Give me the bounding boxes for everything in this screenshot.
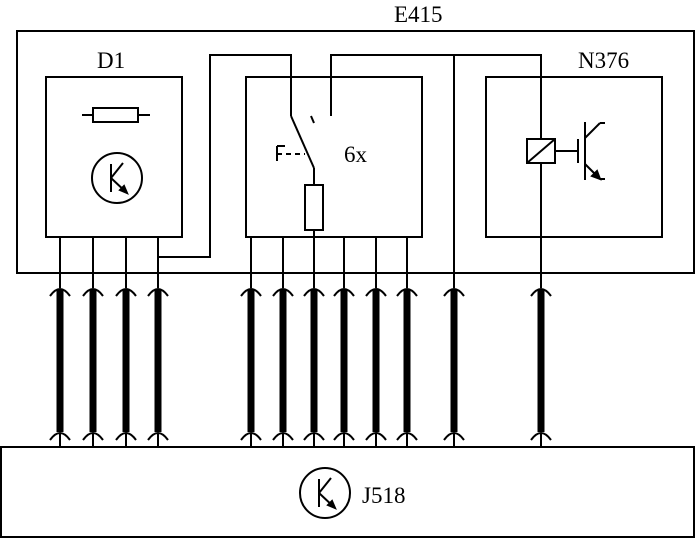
connector-pair [443, 288, 465, 447]
n376-box [485, 76, 663, 238]
connector-pair [303, 288, 325, 447]
n376-label: N376 [578, 48, 629, 73]
relay-count-label: 6x [344, 142, 368, 167]
connector-cap-top [443, 288, 465, 297]
key-antenna-icon [91, 152, 143, 204]
wire-relay-to-coil [330, 54, 542, 139]
connector-pair [240, 288, 262, 447]
connector-cap-top [333, 288, 355, 297]
connector-pair [530, 288, 552, 447]
connector-pair [147, 288, 169, 447]
d1-label: D1 [97, 48, 125, 73]
connector-pair [82, 288, 104, 447]
connector-cap-top [272, 288, 294, 297]
connector-pair [396, 288, 418, 447]
module-e415-box [16, 30, 695, 274]
internal-wiring [158, 54, 542, 288]
connector-pair [333, 288, 355, 447]
key-antenna-icon-j518 [299, 467, 351, 519]
connector-cap-top [396, 288, 418, 297]
connector-cap-top [147, 288, 169, 297]
module-e415-label: E415 [394, 2, 443, 27]
relay-box [245, 76, 423, 238]
connector-cap-top [82, 288, 104, 297]
connector-pair [49, 288, 71, 447]
j518-label: J518 [362, 483, 405, 508]
j518-box [0, 446, 695, 538]
connector-cap-top [49, 288, 71, 297]
transistor-icon [577, 122, 605, 181]
connector-pair [365, 288, 387, 447]
wire-d1-to-relay [158, 54, 292, 258]
switch-icon [276, 115, 324, 237]
relay-coil-icon [526, 138, 578, 164]
connector-cap-top [115, 288, 137, 297]
d1-box [45, 76, 183, 238]
connector-cap-top [365, 288, 387, 297]
connector-cap-top [303, 288, 325, 297]
connector-pair [115, 288, 137, 447]
resistor-icon [82, 107, 150, 123]
connector-cap-top [240, 288, 262, 297]
connector-cap-top [530, 288, 552, 297]
connector-pair [272, 288, 294, 447]
